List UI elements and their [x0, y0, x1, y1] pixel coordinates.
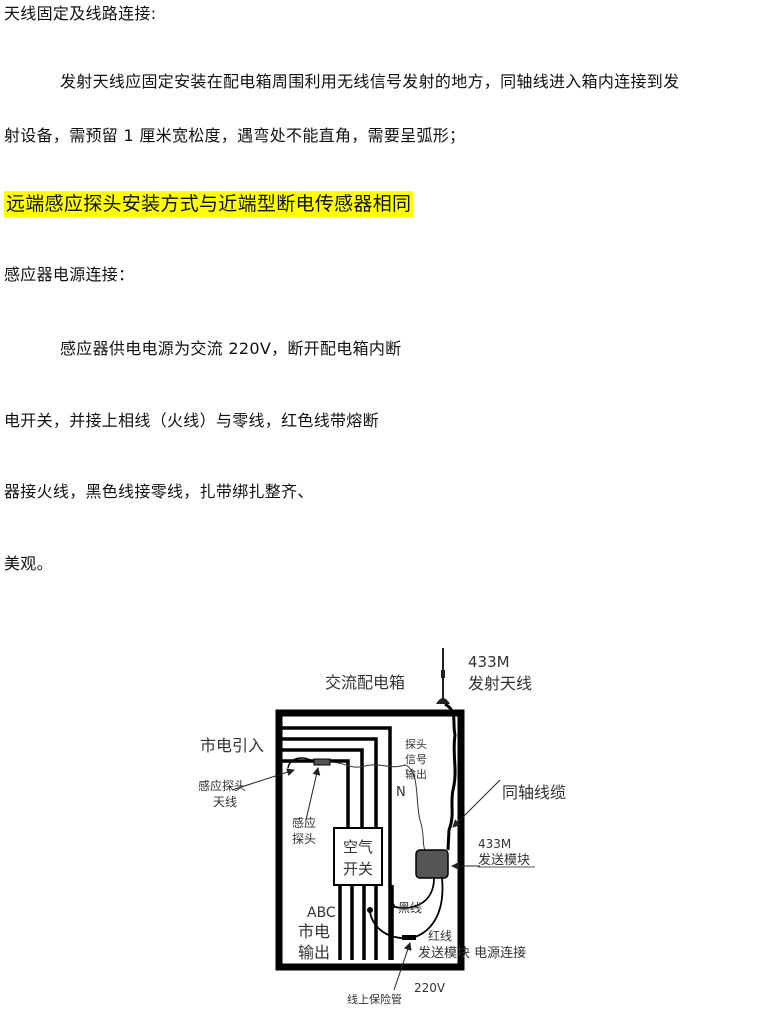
probe-signal-wire: [329, 761, 426, 851]
probe-label-1: 感应: [292, 815, 316, 830]
module-frequency: 433M: [478, 837, 511, 851]
red-wire-label: 红线: [428, 928, 452, 943]
paragraph-antenna-line-1: 发射天线应固定安装在配电箱周围利用无线信号发射的地方，同轴线进入箱内连接到发: [60, 72, 680, 91]
probe-antenna-loop: [287, 757, 315, 769]
neutral-label: N: [396, 785, 406, 800]
paragraph-antenna-line-2: 射设备，需预留 1 厘米宽松度，遇弯处不能直角，需要呈弧形；: [4, 126, 466, 145]
sensor-probe: [313, 758, 331, 766]
antenna-frequency: 433M: [468, 653, 510, 671]
paragraph-power-line-4: 美观。: [4, 554, 53, 573]
highlighted-note: 远端感应探头安装方式与近端型断电传感器相同: [4, 191, 414, 217]
signal-out-label-3: 输出: [405, 767, 427, 781]
mains-out-label-1: 市电: [298, 922, 330, 941]
mains-out-label-2: 输出: [298, 943, 330, 962]
phases-label: ABC: [307, 905, 336, 921]
module-label: 发送模块: [478, 852, 530, 868]
antenna-icon: [436, 648, 450, 704]
heading-power: 感应器电源连接：: [4, 265, 135, 284]
paragraph-power-line-1: 感应器供电电源为交流 220V，断开配电箱内断: [60, 339, 402, 358]
module-power-label: 发送模块 电源连接: [418, 945, 526, 961]
fuse-tube: [402, 935, 416, 940]
transmitter-module: [415, 849, 449, 879]
breaker-label-2: 开关: [343, 860, 373, 878]
voltage-label: 220V: [414, 981, 446, 995]
antenna-label: 发射天线: [468, 674, 532, 693]
mains-wires: [282, 726, 394, 960]
breaker-label-1: 空气: [343, 838, 373, 856]
paragraph-power-line-3: 器接火线，黑色线接零线，扎带绑扎整齐、: [4, 482, 314, 501]
fuse-label: 线上保险管: [347, 992, 402, 1006]
coax-cable: [444, 702, 457, 851]
box-title: 交流配电箱: [325, 673, 405, 692]
distribution-box-outline: [275, 709, 465, 971]
signal-out-label-1: 探头: [405, 738, 427, 751]
probe-antenna-label-1: 感应探头: [198, 778, 246, 793]
coax-label: 同轴线缆: [502, 783, 566, 802]
heading-antenna: 天线固定及线路连接:: [4, 4, 157, 23]
probe-label-2: 探头: [292, 832, 316, 846]
black-wire-label: 黑线: [398, 901, 422, 915]
paragraph-power-line-2: 电开关，并接上相线（火线）与零线，红色线带熔断: [4, 411, 379, 430]
probe-antenna-label-2: 天线: [213, 795, 237, 809]
signal-out-label-2: 信号: [405, 753, 427, 766]
mains-in-label: 市电引入: [200, 736, 264, 755]
black-wire: [391, 877, 435, 909]
air-breaker-box: [333, 827, 383, 886]
